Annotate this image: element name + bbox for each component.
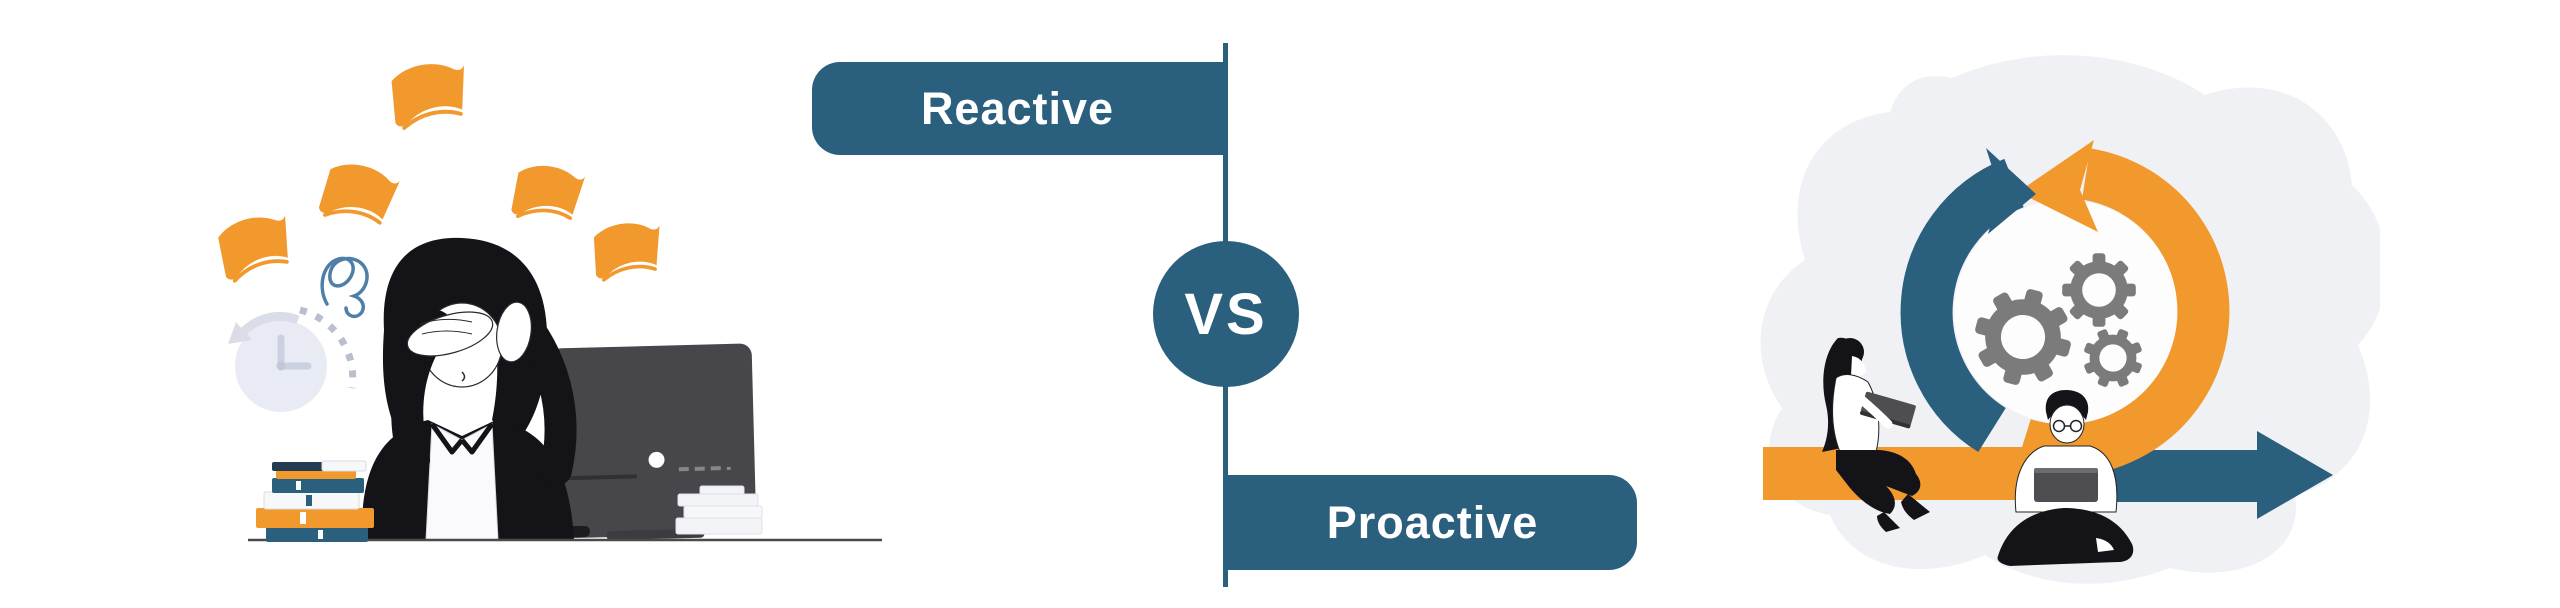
wall-clock-icon	[228, 306, 357, 412]
proactive-scene-illustration	[1760, 55, 2380, 584]
white-paper-stack-icon	[675, 485, 763, 535]
book-stack-icon	[256, 460, 374, 542]
vs-badge-text: VS	[1184, 281, 1268, 347]
reactive-label: Reactive	[812, 62, 1223, 155]
stress-scribble-icon	[320, 256, 369, 319]
reactive-label-text: Reactive	[920, 82, 1115, 134]
man-laptop-figure	[1997, 390, 2134, 566]
reactive-scene-illustration	[211, 57, 882, 542]
vs-badge: VS	[1153, 241, 1299, 387]
proactive-label-text: Proactive	[1326, 496, 1539, 548]
stressed-woman-figure	[361, 237, 577, 541]
woman-laptop-figure	[1822, 337, 1930, 532]
proactive-label: Proactive	[1228, 475, 1637, 570]
